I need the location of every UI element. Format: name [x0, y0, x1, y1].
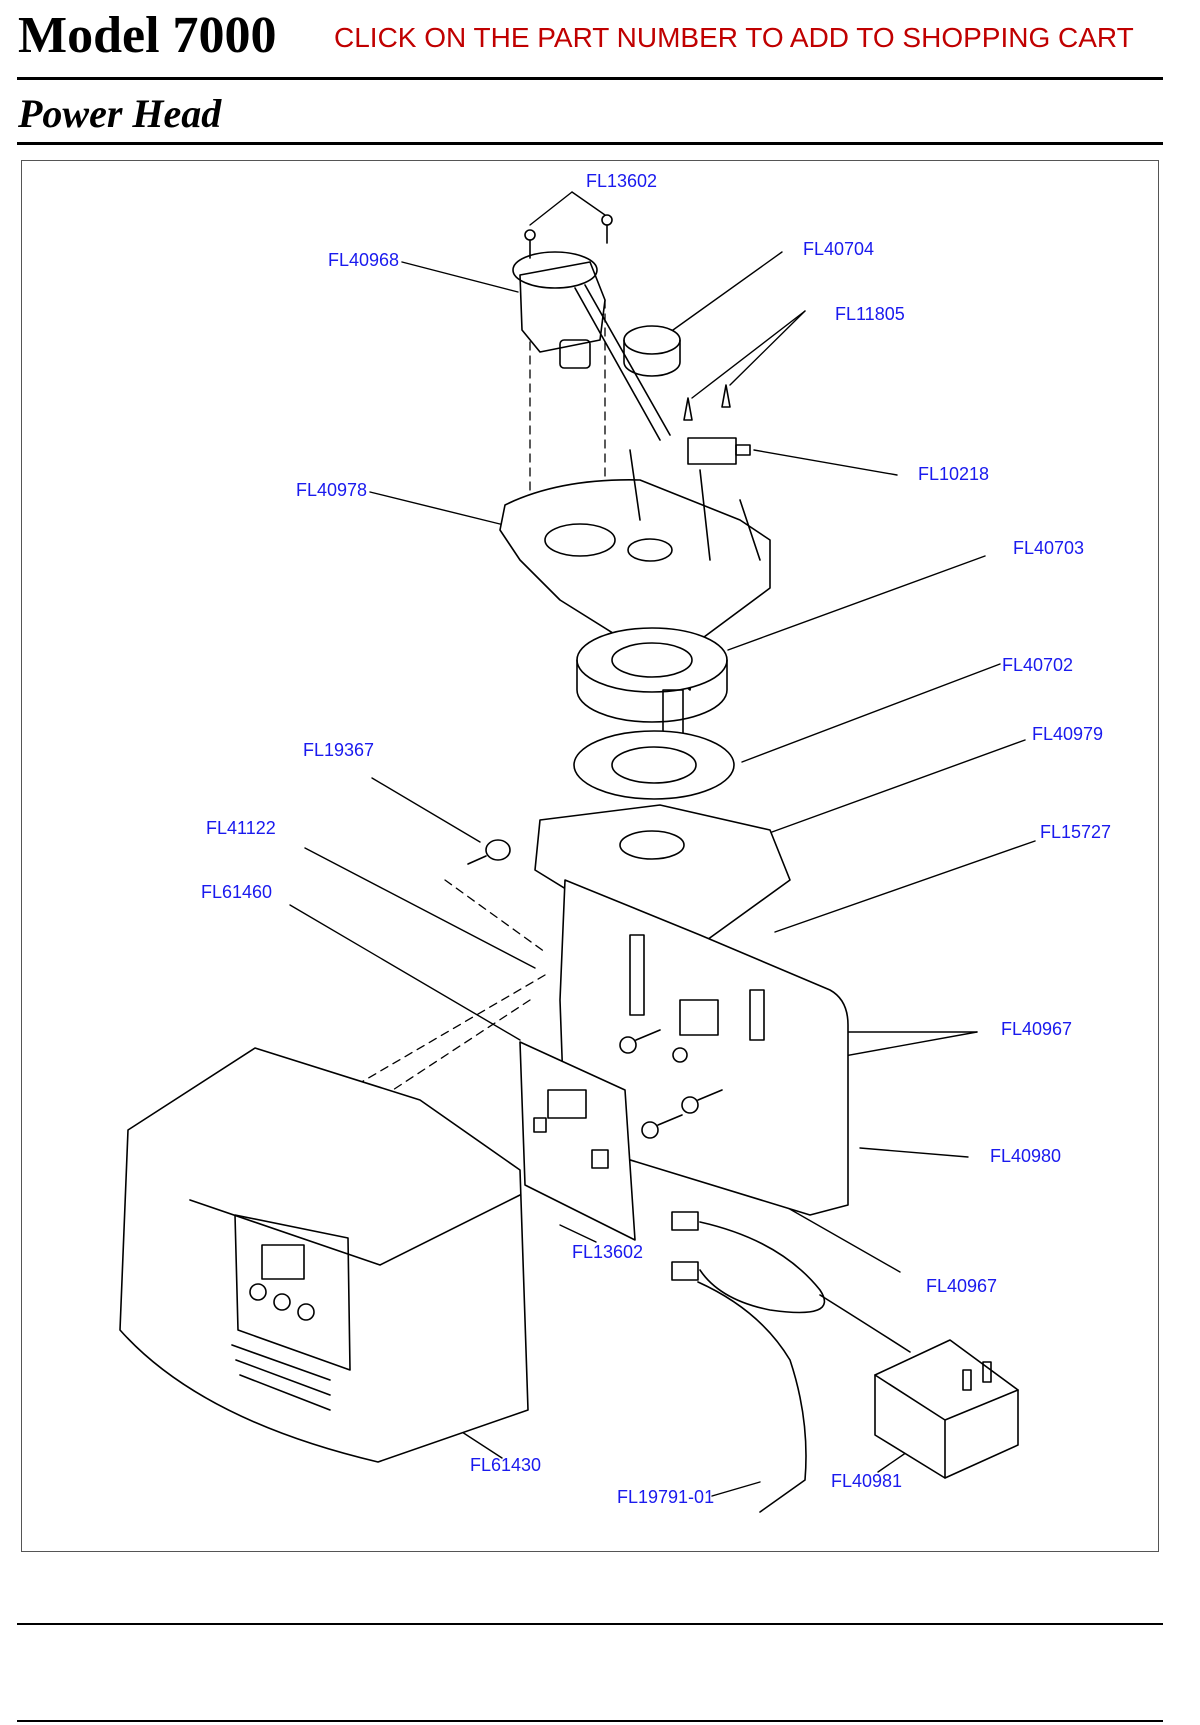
transformer	[874, 1339, 1019, 1479]
main-gear	[576, 627, 728, 761]
part-link-fl40967-upper[interactable]: FL40967	[1001, 1019, 1073, 1039]
assembly-guides	[209, 299, 606, 1211]
part-link-fl15727[interactable]: FL15727	[1040, 822, 1112, 842]
circuit-board	[519, 1041, 636, 1241]
part-link-fl40703[interactable]: FL40703	[1013, 538, 1085, 558]
cable	[671, 1211, 911, 1513]
part-link-fl40702[interactable]: FL40702	[1002, 655, 1074, 675]
section-divider	[17, 142, 1163, 145]
switch	[687, 437, 751, 465]
part-link-fl13602-top[interactable]: FL13602	[586, 171, 658, 191]
part-link-fl40968[interactable]: FL40968	[328, 250, 400, 270]
part-link-fl19367[interactable]: FL19367	[303, 740, 375, 760]
part-link-fl40980[interactable]: FL40980	[990, 1146, 1062, 1166]
cover	[119, 1047, 529, 1463]
screws-mid	[619, 1029, 723, 1139]
bottom-divider	[17, 1720, 1163, 1722]
cart-instruction: CLICK ON THE PART NUMBER TO ADD TO SHOPP…	[334, 22, 1134, 53]
section-title: Power Head	[18, 91, 222, 136]
knob	[467, 839, 511, 865]
part-link-fl40704[interactable]: FL40704	[803, 239, 875, 259]
part-link-fl10218[interactable]: FL10218	[918, 464, 990, 484]
gear-bracket	[534, 804, 791, 946]
back-plate	[559, 879, 849, 1216]
part-link-fl13602-bottom[interactable]: FL13602	[572, 1242, 644, 1262]
part-link-fl40981[interactable]: FL40981	[831, 1471, 903, 1491]
part-link-fl61460[interactable]: FL61460	[201, 882, 273, 902]
diagram-frame	[21, 160, 1159, 1552]
part-link-fl40978[interactable]: FL40978	[296, 480, 368, 500]
part-link-fl40967-lower[interactable]: FL40967	[926, 1276, 998, 1296]
part-link-fl41122[interactable]: FL41122	[206, 818, 276, 838]
part-link-fl61430[interactable]: FL61430	[470, 1455, 542, 1475]
encoder-disk	[573, 730, 735, 800]
model-title: Model 7000	[18, 7, 277, 64]
part-link-fl19791-01[interactable]: FL19791-01	[617, 1487, 715, 1507]
motor	[512, 251, 671, 441]
cam	[623, 325, 681, 377]
part-link-fl40979[interactable]: FL40979	[1032, 724, 1104, 744]
part-link-fl11805[interactable]: FL11805	[835, 304, 905, 324]
header-divider	[17, 77, 1163, 80]
footer-divider	[17, 1623, 1163, 1625]
